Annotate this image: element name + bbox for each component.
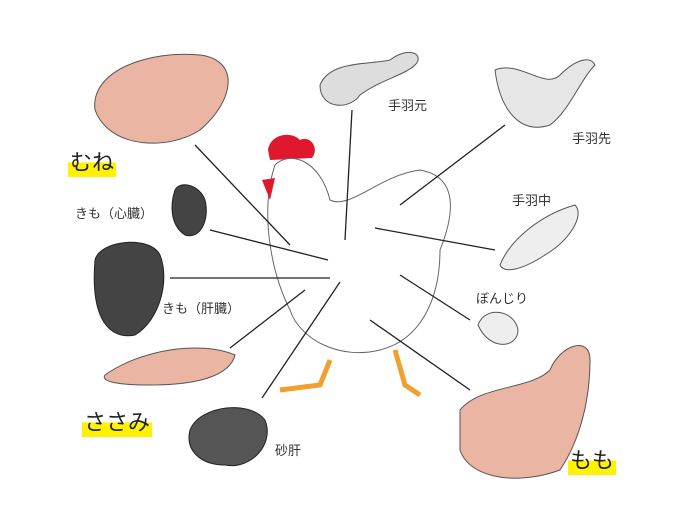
wingtip-meat xyxy=(494,59,596,128)
bonjiri-meat xyxy=(477,311,519,345)
tenderloin-meat xyxy=(103,347,236,386)
label-sasami: ささみ xyxy=(82,405,153,437)
chicken-wattle xyxy=(262,178,275,200)
label-tebanaka: 手羽中 xyxy=(512,194,552,209)
chicken-feet xyxy=(279,349,422,398)
liver xyxy=(93,241,165,337)
mid-wing-meat xyxy=(499,204,579,271)
label-kimo-liver: きも（肝臓） xyxy=(162,302,241,317)
thigh-meat xyxy=(459,345,591,479)
label-tebamoto: 手羽元 xyxy=(388,99,428,114)
gizzard xyxy=(188,407,268,467)
leader-lines xyxy=(170,109,506,399)
drumette-meat xyxy=(319,51,419,106)
chicken-comb xyxy=(268,134,315,160)
label-tebasaki: 手羽先 xyxy=(572,132,612,147)
heart xyxy=(171,184,207,237)
label-sunagimo: 砂肝 xyxy=(275,444,302,459)
label-bonjiri: ぼんじり xyxy=(476,292,529,307)
label-momo: もも xyxy=(568,443,617,475)
label-mune: むね xyxy=(68,145,117,177)
label-kimo-heart: きも（心臓） xyxy=(75,207,154,222)
breast-meat xyxy=(94,53,229,144)
